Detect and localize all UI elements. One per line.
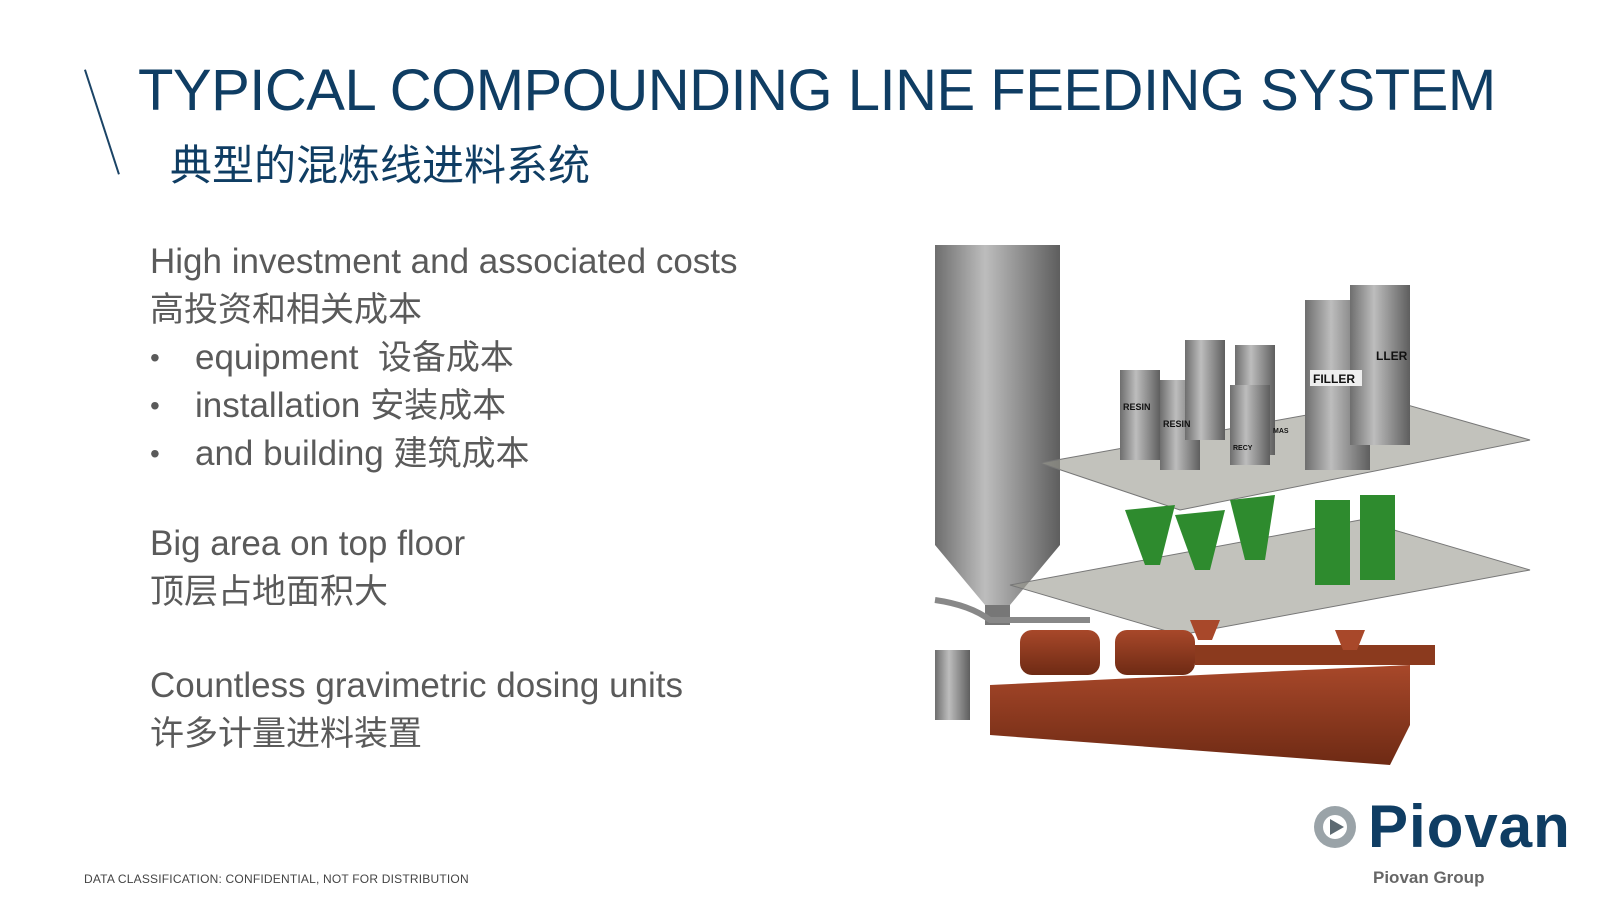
section-heading-cn: 许多计量进料装置: [150, 714, 422, 754]
compounding-line-illustration: RESIN RESIN RECY MAS FILLER LLER: [934, 245, 1531, 765]
bullet-dot: •: [150, 390, 160, 421]
bullet-cn: 建筑成本: [393, 434, 530, 474]
tank-label: RECY: [1233, 445, 1253, 452]
extruder: [990, 620, 1435, 765]
tank-label: RESIN: [1123, 402, 1151, 412]
bullet-en: installation: [195, 386, 361, 425]
bullet-en: equipment: [195, 338, 359, 377]
upper-floor: [1039, 399, 1531, 511]
section-heading-cn: 顶层占地面积大: [150, 572, 388, 612]
bullet-cn: 安装成本: [370, 386, 507, 426]
data-classification-footer: DATA CLASSIFICATION: CONFIDENTIAL, NOT F…: [84, 872, 469, 886]
bullet-en: and building: [195, 434, 384, 473]
page-subtitle: 典型的混炼线进料系统: [170, 141, 591, 190]
bullet-item: • installation 安装成本: [150, 382, 738, 430]
section-heading: Countless gravimetric dosing units: [150, 666, 684, 705]
silo: [934, 245, 1090, 720]
section-dosing: Countless gravimetric dosing units 许多计量进…: [150, 662, 683, 758]
bullet-dot: •: [150, 438, 160, 469]
tank-label: LLER: [1376, 349, 1408, 363]
tank-label: FILLER: [1313, 372, 1355, 386]
bullet-item: • and building 建筑成本: [150, 430, 738, 478]
section-heading-cn: 高投资和相关成本: [150, 290, 422, 330]
piovan-logo: Piovan: [1312, 796, 1571, 858]
dosing-units: [1125, 495, 1395, 585]
section-heading: Big area on top floor: [150, 524, 466, 563]
bullet-item: • equipment 设备成本: [150, 334, 738, 382]
logo-group-label: Piovan Group: [1373, 868, 1485, 887]
section-heading: High investment and associated costs: [150, 242, 738, 281]
decorative-slash: [84, 69, 120, 175]
hoppers: RESIN RESIN RECY MAS FILLER LLER: [1120, 285, 1410, 470]
tank-label: MAS: [1273, 428, 1289, 435]
piovan-logo-icon: [1314, 806, 1356, 848]
logo-wordmark: Piovan: [1368, 793, 1571, 860]
section-area: Big area on top floor 顶层占地面积大: [150, 520, 465, 616]
bullet-dot: •: [150, 342, 160, 373]
page-title: TYPICAL COMPOUNDING LINE FEEDING SYSTEM: [138, 58, 1496, 123]
section-investment: High investment and associated costs 高投资…: [150, 238, 738, 478]
bullet-cn: 设备成本: [377, 338, 514, 378]
tank-label: RESIN: [1163, 419, 1191, 429]
